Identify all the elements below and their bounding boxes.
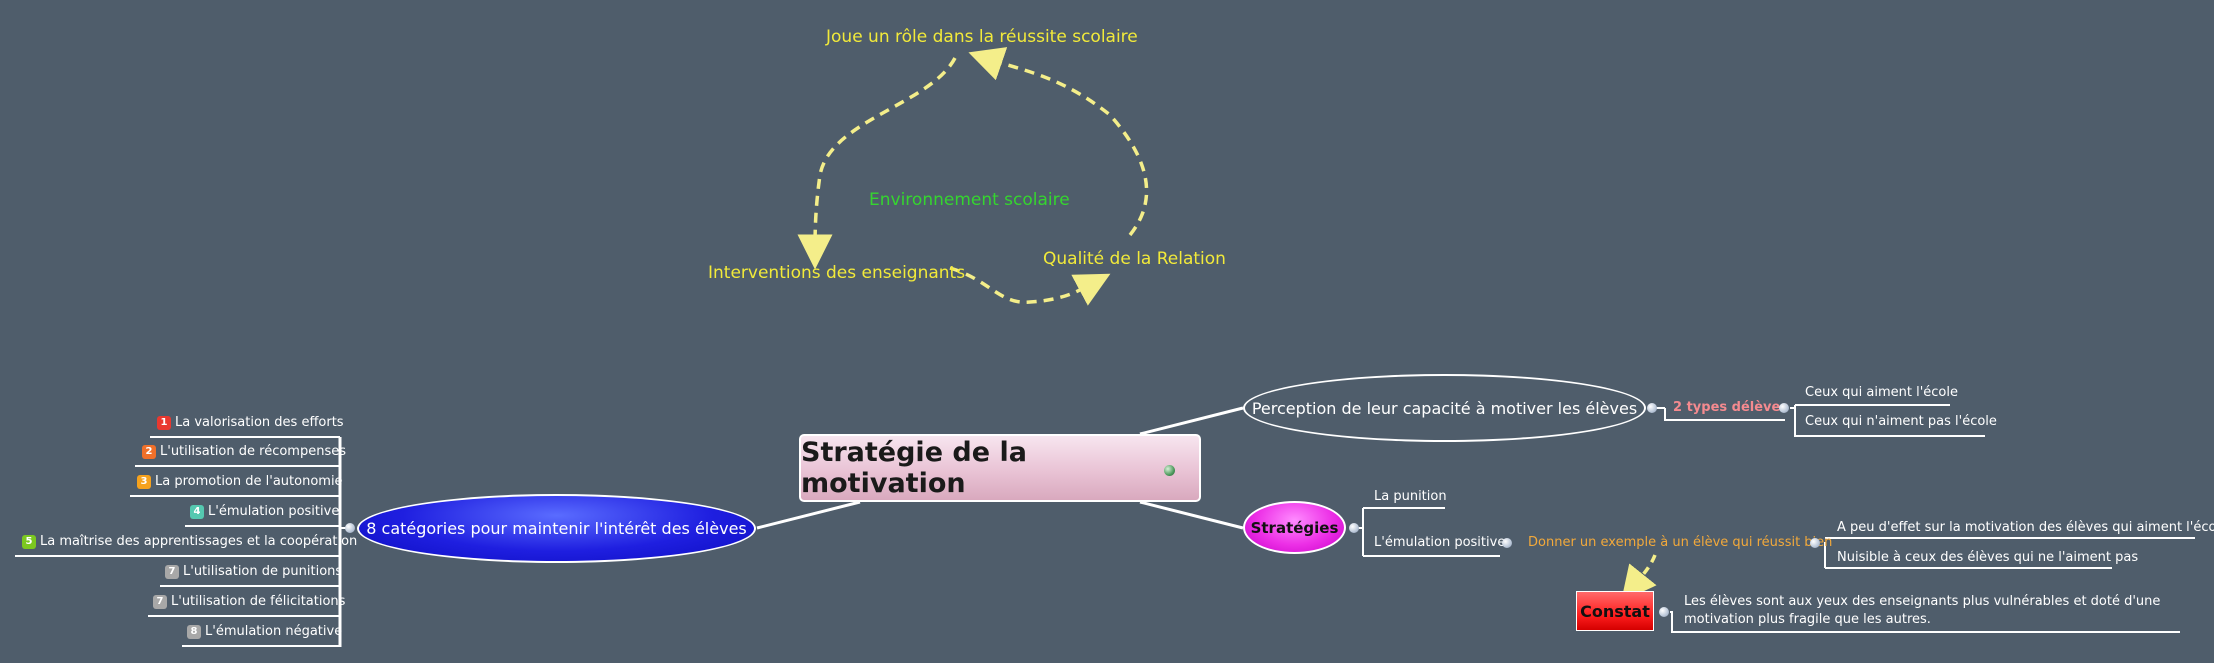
punition-label: La punition: [1374, 489, 1447, 504]
globe-icon: [1164, 465, 1175, 476]
cycle-arrow-role-to-interventions: [797, 57, 957, 270]
number-badge-icon: 3: [137, 475, 151, 489]
environment-label: Environnement scolaire: [869, 190, 1070, 210]
interventions-label: Interventions des enseignants: [708, 263, 966, 283]
number-badge-icon: 7: [153, 595, 167, 609]
central-topic-label: Stratégie de la motivation: [801, 437, 1027, 499]
cycle-arrow-relation-to-role: [968, 47, 1149, 237]
example-label: Donner un exemple à un élève qui réussit…: [1528, 535, 1833, 550]
cycle-role-label: Joue un rôle dans la réussite scolaire: [826, 27, 1138, 47]
relation-label: Qualité de la Relation: [1043, 249, 1226, 269]
categories-expander[interactable]: [345, 523, 355, 533]
number-badge-icon: 8: [187, 625, 201, 639]
example-expander[interactable]: [1810, 538, 1820, 548]
number-badge-icon: 2: [142, 445, 156, 459]
number-badge-icon: 7: [165, 565, 179, 579]
types-label: 2 types délèves: [1673, 400, 1789, 415]
types-expander[interactable]: [1779, 403, 1789, 413]
strategies-expander[interactable]: [1349, 523, 1359, 533]
categories-node[interactable]: 8 catégories pour maintenir l'intérêt de…: [357, 494, 756, 563]
constat-expander[interactable]: [1659, 607, 1669, 617]
list-item: Nuisible à ceux des élèves qui ne l'aime…: [1837, 550, 2139, 565]
central-topic[interactable]: Stratégie de la motivation: [799, 434, 1201, 502]
number-badge-icon: 4: [190, 505, 204, 519]
number-badge-icon: 1: [157, 416, 171, 430]
categories-node-label: 8 catégories pour maintenir l'intérêt de…: [366, 519, 747, 538]
list-item: A peu d'effet sur la motivation des élèv…: [1837, 520, 2214, 535]
list-item: Ceux qui aiment l'école: [1805, 385, 1958, 400]
strategies-node-label: Stratégies: [1250, 518, 1339, 537]
constat-node-label: Constat: [1580, 601, 1650, 621]
cycle-arrow-interventions-to-relation: [949, 266, 1111, 306]
number-badge-icon: 5: [22, 535, 36, 549]
strategies-node[interactable]: Stratégies: [1243, 501, 1346, 554]
emulation-label: L'émulation positive: [1374, 535, 1506, 550]
emulation-expander[interactable]: [1502, 538, 1512, 548]
perception-expander[interactable]: [1647, 403, 1657, 413]
list-item: Ceux qui n'aiment pas l'école: [1805, 414, 1997, 429]
perception-node[interactable]: Perception de leur capacité à motiver le…: [1243, 374, 1646, 442]
arrow-example-to-constat: [1621, 554, 1657, 602]
perception-node-label: Perception de leur capacité à motiver le…: [1251, 398, 1638, 418]
constat-node[interactable]: Constat: [1576, 591, 1654, 631]
constat-text: Les élèves sont aux yeux des enseignants…: [1684, 594, 2161, 627]
